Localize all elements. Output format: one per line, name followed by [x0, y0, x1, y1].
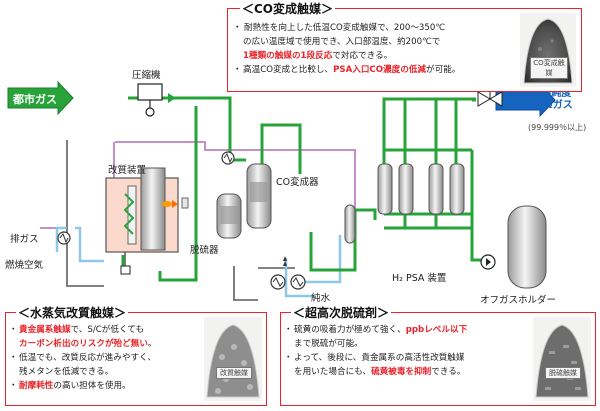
co-catalyst-callout: ＜CO変成触媒＞ 耐熱性を向上した低温CO変成触媒で、200〜350℃ の広い温…: [227, 0, 582, 92]
water-drops: [283, 256, 287, 266]
bullet-text: の高い担体を使用。: [53, 381, 131, 391]
compressor-symbol: [137, 83, 176, 117]
steam-catalyst-bullets: 貴金属系触媒で、S/Cが低くても カーボン析出のリスクが殆ど無い。 低温でも、改…: [9, 323, 200, 393]
combustion-air-label: 燃焼空気: [5, 260, 44, 271]
bullet-text: できる。: [431, 367, 466, 377]
desulf-agent-photo-label: 脱硫触媒: [545, 367, 581, 379]
bullet: 低温でも、改質反応が進みやすく、: [9, 351, 200, 365]
highlight-text: カーボン析出のリスクが殆ど無い: [19, 339, 148, 349]
product-gas-label: 高純度 H₂ガス: [540, 88, 573, 111]
separator-vessel: [344, 204, 356, 244]
reformer-unit: [105, 167, 189, 253]
water-pump-box: [120, 265, 131, 275]
highlight-text: 耐摩耗性: [19, 381, 54, 391]
psa-unit-label: H₂ PSA 装置: [392, 273, 447, 284]
bullet: 高温CO変成と比較し、PSA入口CO濃度の低減が可能。: [233, 63, 514, 77]
bullet-text: 耐熱性を向上した低温CO変成触媒で、200〜350℃: [244, 23, 445, 33]
desulf-agent-title: ＜超高次脱硫剤＞: [291, 304, 392, 321]
bullet-cont: を用いた場合にも、硫黄被毒を抑制できる。: [285, 365, 531, 379]
purity-label: (99.999％以上): [528, 123, 587, 132]
bullet-text: が可能。: [426, 65, 461, 75]
city-gas-arrow: [7, 80, 74, 116]
reformer-label: 改質装置: [108, 165, 147, 176]
pump-symbol: [480, 254, 496, 270]
exhaust-gas-label: 排ガス: [10, 234, 39, 245]
highlight-text: 硫黄被毒を抑制: [371, 367, 432, 377]
desulf-agent-callout: ＜超高次脱硫剤＞ 硫黄の吸着力が極めて強く、ppbレベル以下 まで脱硫が可能。 …: [280, 304, 596, 406]
steam-catalyst-photo-label: 改質触媒: [216, 367, 252, 379]
offgas-holder-tank: [507, 205, 547, 289]
bullet-cont: まで脱硫が可能。: [285, 337, 531, 351]
co-shift-reactor: [246, 163, 272, 229]
desulf-agent-bullets: 硫黄の吸着力が極めて強く、ppbレベル以下 まで脱硫が可能。 よって、後段に、貴…: [284, 323, 531, 379]
bullet: 貴金属系触媒で、S/Cが低くても: [9, 323, 200, 337]
bullet-cont: 残メタンを低減できる。: [10, 365, 200, 379]
compressor-label: 圧縮機: [132, 70, 161, 81]
bullet-text: まで脱硫が可能。: [294, 339, 363, 349]
steam-catalyst-callout: ＜水蒸気改質触媒＞ 貴金属系触媒で、S/Cが低くても カーボン析出のリスクが殆ど…: [5, 304, 267, 406]
bullet-text: で、S/Cが低くても: [70, 325, 145, 335]
pure-water-label: 純水: [311, 293, 331, 304]
co-shift-label: CO変成器: [276, 177, 319, 188]
bullet: 硫黄の吸着力が極めて強く、ppbレベル以下: [284, 323, 531, 337]
highlight-text: PSA入口CO濃度の低減: [333, 65, 427, 75]
bullet-text: を用いた場合にも、: [294, 367, 372, 377]
city-gas-label: 都市ガス: [13, 93, 57, 106]
bullet: よって、後段に、貴金属系の高活性改質触媒: [284, 351, 531, 365]
highlight-text: ppbレベル以下: [405, 325, 468, 335]
desulfurizer-vessel: [216, 193, 242, 239]
bullet-text: 硫黄の吸着力が極めて強く、: [294, 325, 406, 335]
co-catalyst-title: ＜CO変成触媒＞: [240, 0, 336, 17]
bullet-text: よって、後段に、貴金属系の高活性改質触媒: [294, 353, 465, 363]
lightblue-pipes: [55, 226, 342, 298]
offgas-holder-label: オフガスホルダー: [480, 295, 557, 306]
bullet-cont: カーボン析出のリスクが殆ど無い。: [10, 337, 200, 351]
steam-catalyst-photo: 改質触媒: [204, 317, 262, 401]
desulfurizer-label: 脱硫器: [190, 245, 219, 256]
steam-catalyst-title: ＜水蒸気改質触媒＞: [16, 304, 129, 321]
bullet-text: 低温でも、改質反応が進みやすく、: [19, 353, 157, 363]
psa-towers: [377, 163, 465, 215]
bullet-text: 高温CO変成と比較し、: [243, 65, 334, 75]
bullet-text: 残メタンを低減できる。: [19, 367, 114, 377]
desulf-agent-photo: 脱硫触媒: [533, 317, 591, 401]
bullet: 耐摩耗性の高い担体を使用。: [9, 379, 200, 393]
bullet-cont: 1種類の触媒の1段反応で対応できる。: [234, 49, 514, 63]
highlight-text: 貴金属系触媒: [19, 325, 71, 335]
co-catalyst-photo: CO変成触媒: [520, 13, 576, 87]
bullet-text: の広い温度域で使用でき、入口部温度、約200℃で: [243, 37, 441, 47]
co-catalyst-bullets: 耐熱性を向上した低温CO変成触媒で、200〜350℃ の広い温度域で使用でき、入…: [233, 21, 514, 77]
bullet-cont: の広い温度域で使用でき、入口部温度、約200℃で: [234, 35, 514, 49]
bullet-text: 。: [147, 339, 157, 349]
co-catalyst-photo-label: CO変成触媒: [530, 57, 568, 79]
bullet: 耐熱性を向上した低温CO変成触媒で、200〜350℃: [233, 21, 514, 35]
bullet-text: で対応できる。: [332, 51, 393, 61]
highlight-text: 1種類の触媒の1段反応: [243, 51, 333, 61]
